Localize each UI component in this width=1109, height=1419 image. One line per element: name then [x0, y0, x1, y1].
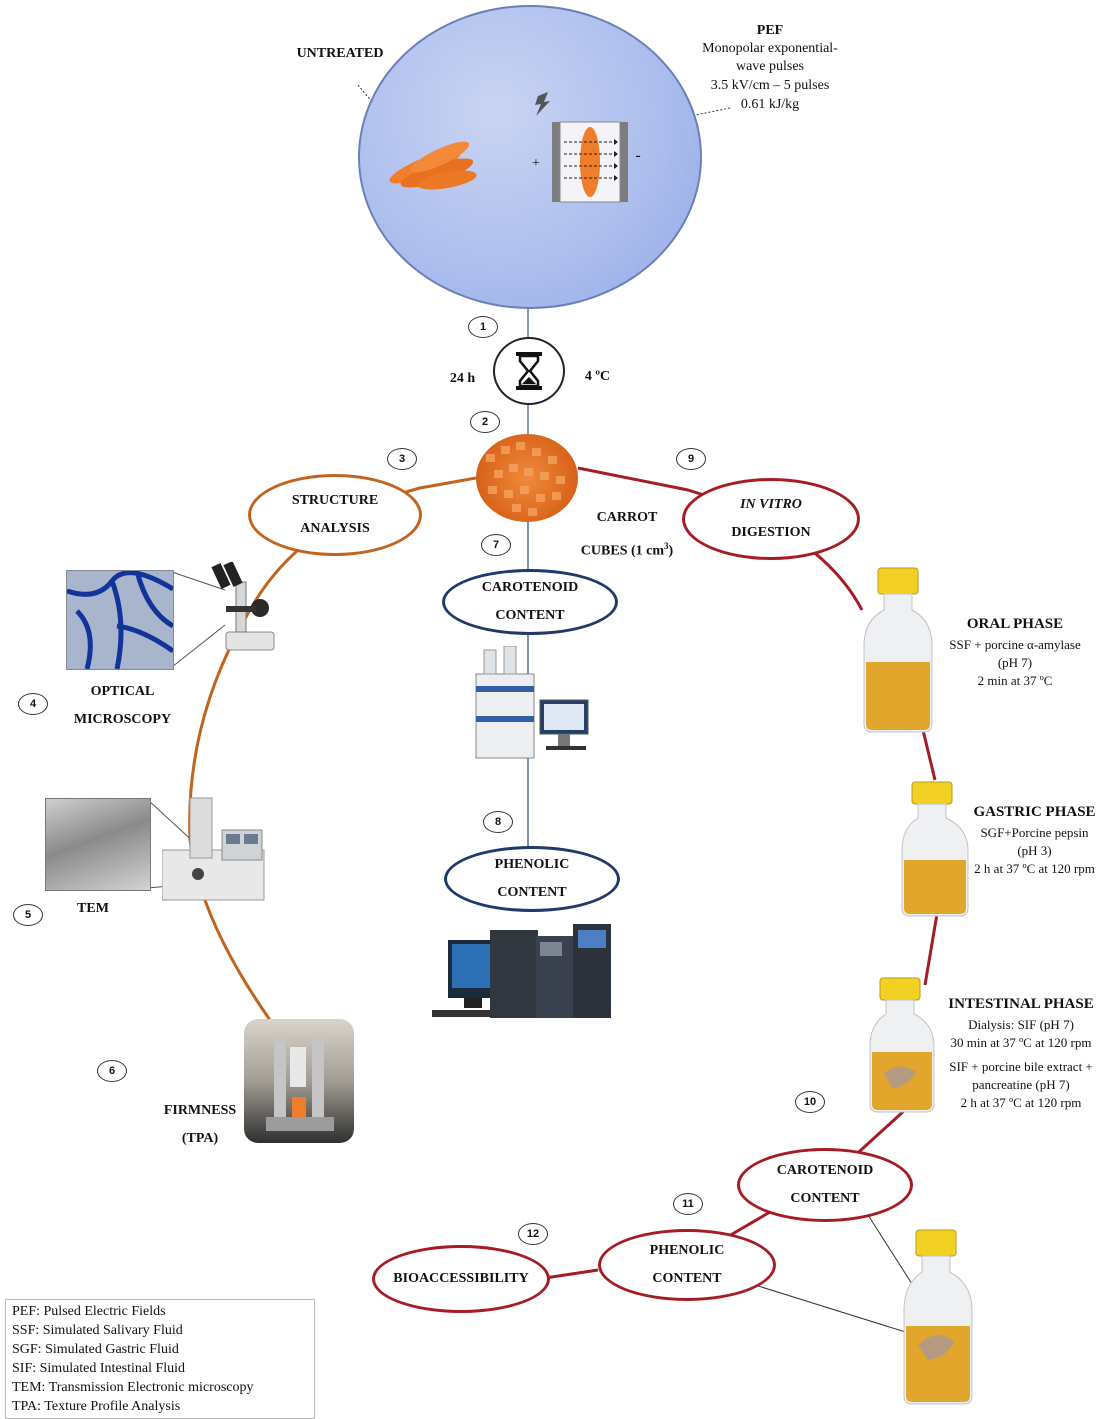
legend-item: SIF: Simulated Intestinal Fluid: [12, 1361, 186, 1376]
pef-chamber: [535, 92, 628, 203]
abbreviations-legend: PEF: Pulsed Electric Fields SSF: Simulat…: [5, 1299, 315, 1419]
carrot-cubes-image: [476, 434, 578, 522]
pef-line-1: Monopolar exponential-: [702, 41, 838, 56]
legend-item: TEM: Transmission Electronic microscopy: [12, 1380, 254, 1395]
pef-line-3: 3.5 kV/cm – 5 pulses: [710, 78, 830, 93]
microscope-icon: [211, 562, 275, 651]
hourglass-icon: [516, 352, 542, 390]
intestinal-phase-title: INTESTINAL PHASE: [948, 996, 1094, 1012]
lightning-icon: [535, 92, 550, 116]
carrot-cubes-line-2: CUBES (1 cm3): [580, 541, 674, 559]
step-8: 8: [483, 811, 513, 833]
plus-sign: +: [532, 156, 540, 171]
step-4: 4: [18, 693, 48, 715]
storage-timer: [493, 337, 565, 405]
legend-item: SSF: Simulated Salivary Fluid: [12, 1323, 183, 1338]
step-9: 9: [676, 448, 706, 470]
step-12: 12: [518, 1223, 548, 1245]
step-1: 1: [468, 316, 498, 338]
oral-phase-title: ORAL PHASE: [966, 616, 1064, 632]
step-6: 6: [97, 1060, 127, 1082]
step-3: 3: [387, 448, 417, 470]
tem-instrument-icon: [162, 797, 265, 901]
legend-item: SGF: Simulated Gastric Fluid: [12, 1342, 179, 1357]
texture-analyzer-photo: [244, 1019, 354, 1143]
bottle-icon: [863, 567, 933, 733]
storage-temperature: 4 ºC: [584, 369, 611, 384]
oral-phase-info: ORAL PHASE SSF + porcine α-amylase (pH 7…: [930, 612, 1100, 690]
step-10: 10: [795, 1091, 825, 1113]
storage-time: 24 h: [449, 371, 476, 386]
uplc-icon: [432, 924, 611, 1018]
legend-item: TPA: Texture Profile Analysis: [12, 1399, 181, 1414]
tem-label: TEM: [77, 901, 109, 916]
pef-line-2: wave pulses: [735, 59, 805, 74]
gastric-phase-title: GASTRIC PHASE: [973, 804, 1096, 820]
legend-item: PEF: Pulsed Electric Fields: [12, 1304, 166, 1319]
step-7: 7: [481, 534, 511, 556]
tem-micrograph: [45, 798, 151, 891]
bottle-icon: [901, 781, 969, 917]
bioaccessibility-node: BIOACCESSIBILITY: [372, 1245, 550, 1313]
gastric-phase-info: GASTRIC PHASE SGF+Porcine pepsin (pH 3) …: [962, 800, 1107, 878]
step-5: 5: [13, 904, 43, 926]
untreated-label: UNTREATED: [296, 46, 384, 61]
carrot-cubes-label: CARROT CUBES (1 cm3): [572, 504, 682, 566]
minus-sign: -: [635, 147, 641, 164]
firmness-label: FIRMNESS(TPA): [163, 1103, 237, 1146]
bottle-icon: [869, 977, 935, 1113]
treatment-circle: [358, 5, 702, 309]
texture-analyzer-icon: [266, 1039, 334, 1131]
carrot-icon: [389, 141, 477, 190]
step-2: 2: [470, 411, 500, 433]
step-11: 11: [673, 1193, 703, 1215]
hplc-icon: [475, 646, 589, 759]
pef-title: PEF: [756, 23, 784, 38]
intestinal-phase-info: INTESTINAL PHASE Dialysis: SIF (pH 7) 30…: [938, 992, 1104, 1112]
bottle-icon: [903, 1229, 973, 1405]
carrot-cubes-line-1: CARROT: [596, 510, 658, 525]
optical-micrograph: [66, 570, 174, 670]
pef-line-4: 0.61 kJ/kg: [740, 97, 800, 112]
